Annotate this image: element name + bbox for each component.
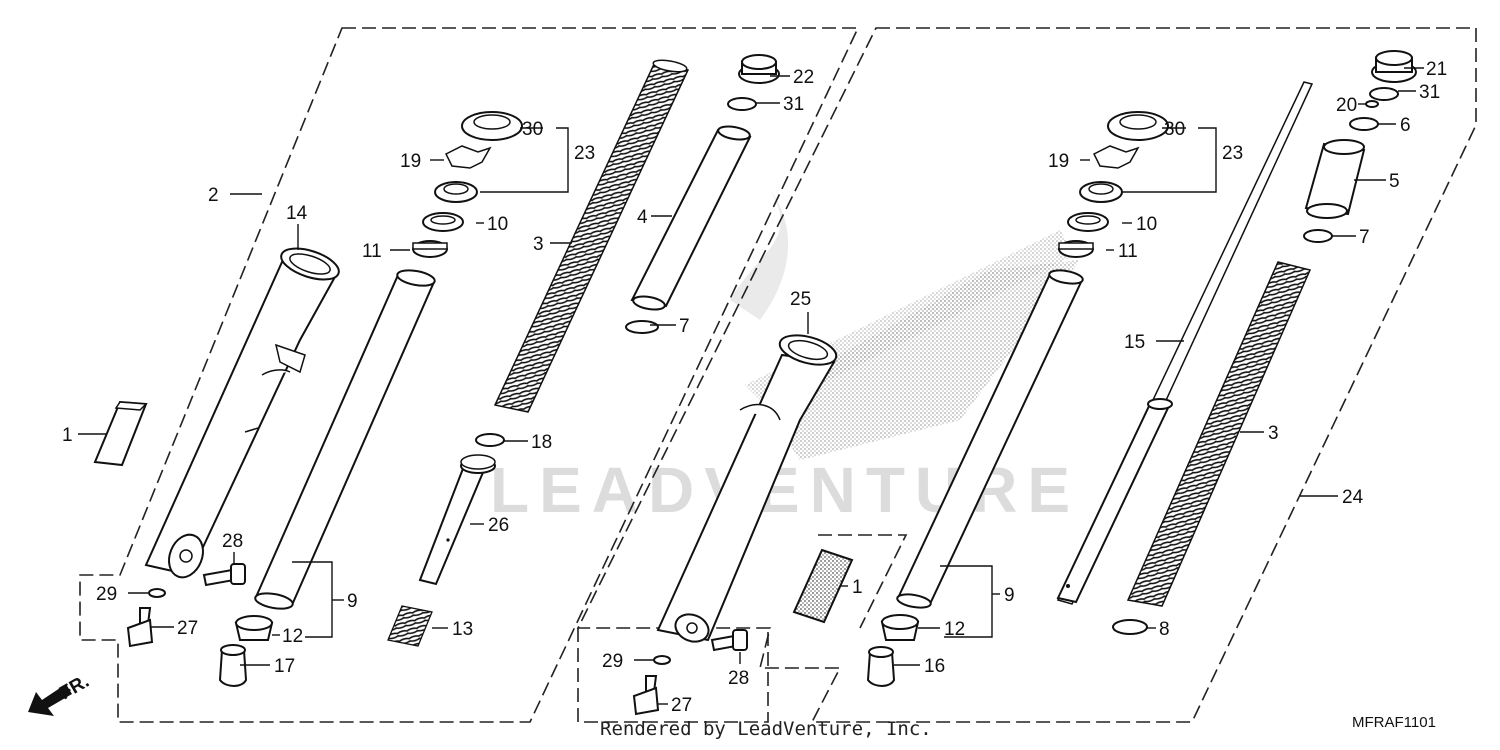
guide-bushing-part [234,615,274,641]
piston-ring-part [475,433,505,447]
left-assembly-boundary [79,27,860,723]
right-inner-tube-part [896,269,1084,609]
spring-seat-part [1112,619,1148,635]
callout-18: 18 [531,432,552,453]
callout-31-left: 31 [783,94,804,115]
o-ring-part [727,97,757,111]
oil-seal-part [434,181,478,203]
leader-lines [78,67,1424,705]
callout-27-right: 27 [671,695,692,716]
callout-26: 26 [488,515,509,536]
sealing-washer-part [148,588,166,598]
callout-22: 22 [793,67,814,88]
callout-4: 4 [637,207,648,228]
oil-lock-piece-part [218,644,248,687]
callout-9-right: 9 [1004,585,1015,606]
dust-seal-part-right [1107,111,1169,141]
callout-9-left: 9 [347,591,358,612]
callout-10-left: 10 [487,214,508,235]
callout-25: 25 [790,289,811,310]
lock-nut-part [1349,117,1379,131]
slide-bushing-part-right [1058,240,1094,258]
center-link-boundary [818,534,908,629]
callout-17: 17 [274,656,295,677]
callout-5: 5 [1389,171,1400,192]
callout-labels: 2 14 1 3 4 7 22 31 30 19 23 10 11 18 26 … [62,59,1447,716]
callout-13: 13 [452,619,473,640]
rendered-by-footer: Rendered by LeadVenture, Inc. [600,718,932,740]
left-inner-tube-part [254,269,436,610]
callout-11-right: 11 [1118,241,1138,262]
callout-21: 21 [1426,59,1447,80]
right-fork-slider-part [656,334,838,643]
o-ring-part-right [1369,87,1399,101]
stopper-ring-part [444,145,492,169]
fork-cap-bolt-part [738,54,780,84]
right-spacer-collar-part [1304,139,1366,219]
left-fork-slider-part [144,247,340,579]
callout-10-right: 10 [1136,214,1157,235]
slider-block-part-right [792,548,854,624]
sub-assembly-boundary [577,628,769,723]
callout-12-left: 12 [282,626,303,647]
oil-seal-part-right [1079,181,1123,203]
callout-16: 16 [924,656,945,677]
callout-3-left: 3 [533,234,544,255]
callout-19-left: 19 [400,151,421,172]
socket-bolt-part [202,563,246,587]
rebound-spring-part [387,605,433,647]
callout-3-right: 3 [1268,423,1279,444]
drain-bolt-part-right [632,675,660,716]
callout-23-left: 23 [574,143,595,164]
back-up-ring-part [422,212,464,232]
callout-20: 20 [1336,95,1357,116]
callout-6: 6 [1400,115,1411,136]
callout-28-left: 28 [222,531,243,552]
callout-19-right: 19 [1048,151,1069,172]
callout-29-left: 29 [96,584,117,605]
sealing-washer-part-right [653,655,671,665]
drain-bolt-part [126,607,154,648]
slider-block-part [93,400,148,467]
front-direction-arrow: FR. [28,671,93,716]
diagram-code: MFRAF1101 [1352,714,1436,731]
callout-2: 2 [208,185,219,206]
damper-rod-part [418,454,496,586]
callout-7-right: 7 [1359,227,1370,248]
guide-bushing-part-right [880,614,920,641]
callout-8: 8 [1159,619,1170,640]
callout-27-left: 27 [177,618,198,639]
callout-7-left: 7 [679,316,690,337]
right-fork-cap-bolt-part [1371,50,1417,83]
socket-bolt-part-right [710,629,748,652]
slide-bushing-part [412,240,448,258]
callout-1-left: 1 [62,425,73,446]
left-fork-spring-part [493,59,690,413]
callout-1-right: 1 [852,577,863,598]
small-nut-part [1365,100,1379,108]
callout-24: 24 [1342,487,1364,508]
callout-29-right: 29 [602,651,623,672]
callout-12-right: 12 [944,619,965,640]
callout-30-left: 30 [522,119,543,140]
callout-11-left: 11 [362,241,382,262]
spacer-collar-part [630,125,752,311]
callout-28-right: 28 [728,668,749,689]
oil-lock-piece-part-right [866,646,896,687]
back-up-ring-part-right [1067,212,1109,232]
dust-seal-part [461,111,523,141]
callout-31-right: 31 [1419,82,1440,103]
callout-23-right: 23 [1222,143,1243,164]
callout-15: 15 [1124,332,1145,353]
washer-part-right [1303,229,1333,243]
callout-30-right: 30 [1164,119,1185,140]
right-fork-spring-part [1126,261,1312,607]
callout-14: 14 [286,203,308,224]
stopper-ring-part-right [1092,145,1140,169]
right-assembly-boundary [576,27,1477,723]
washer-part [625,320,659,334]
damper-cartridge-part [1056,81,1314,605]
